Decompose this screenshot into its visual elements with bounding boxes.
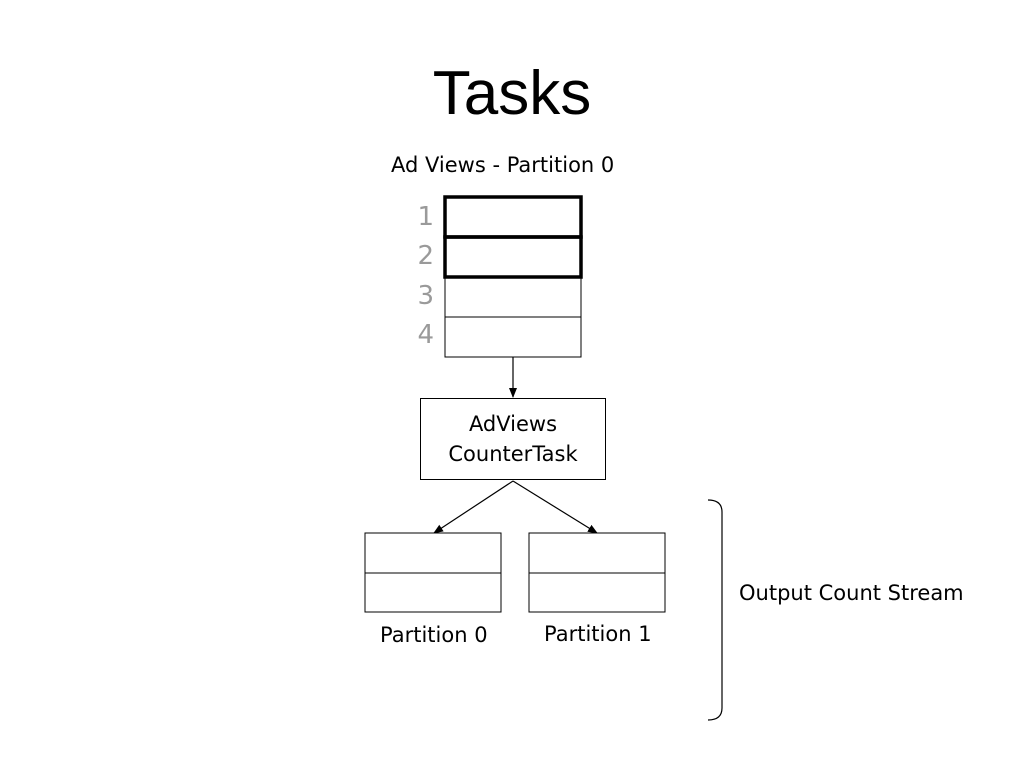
output-partition-0-box xyxy=(364,532,502,613)
message-number-4: 4 xyxy=(417,320,434,350)
output-partition-1-box xyxy=(528,532,666,613)
message-number-3: 3 xyxy=(417,281,434,311)
output-partition-0-label: Partition 0 xyxy=(380,623,488,647)
log-slot-2-highlighted xyxy=(443,235,583,279)
input-partition-log xyxy=(443,195,583,358)
arrow-task-to-partition-0 xyxy=(433,480,514,534)
message-number-2: 2 xyxy=(417,241,434,271)
input-partition-label: Ad Views - Partition 0 xyxy=(391,153,615,177)
output-partition-1-label: Partition 1 xyxy=(544,622,652,646)
slide-title: Tasks xyxy=(432,59,592,128)
log-slot-3 xyxy=(444,276,582,318)
log-slot-4 xyxy=(444,316,582,358)
adviews-counter-task-box: AdViews CounterTask xyxy=(420,398,606,480)
output-stream-brace xyxy=(707,499,723,721)
message-number-1: 1 xyxy=(417,202,434,232)
task-name-line-2: CounterTask xyxy=(448,442,578,466)
log-slot-1-highlighted xyxy=(443,195,583,239)
output-stream-label: Output Count Stream xyxy=(739,581,964,605)
arrow-task-to-partition-1 xyxy=(512,480,598,534)
task-name-line-1: AdViews xyxy=(468,412,558,436)
